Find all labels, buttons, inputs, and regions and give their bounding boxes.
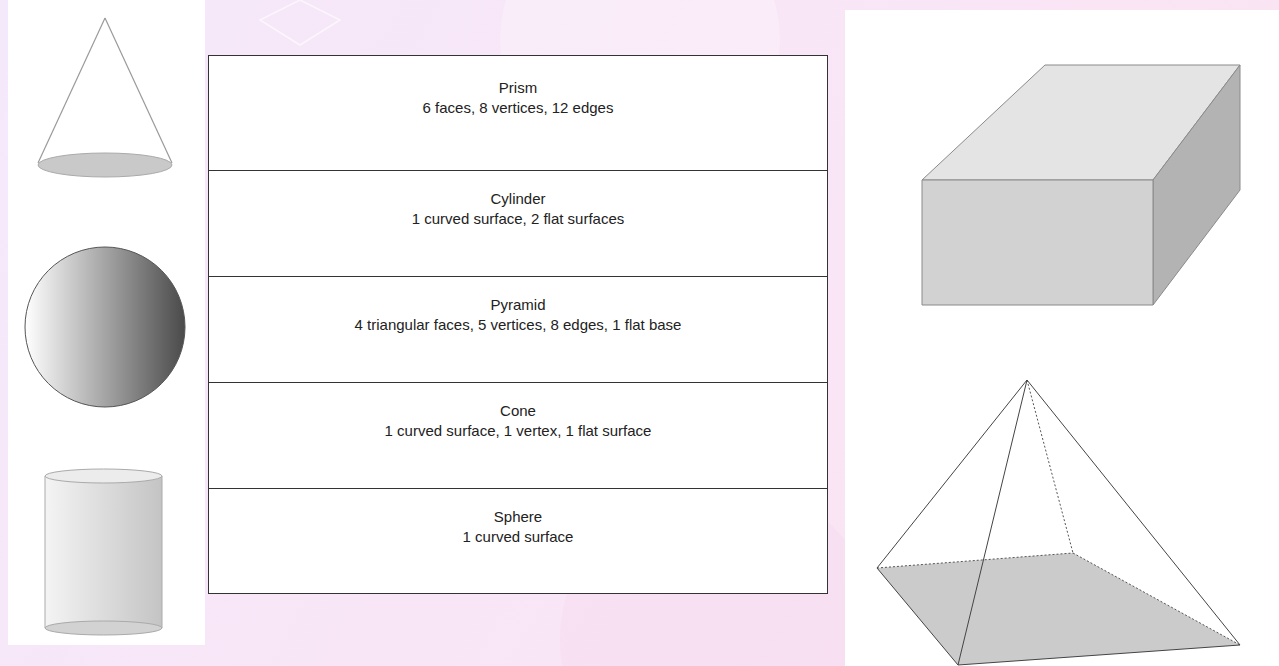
shape-properties: 6 faces, 8 vertices, 12 edges <box>219 98 817 118</box>
table-row: Cone1 curved surface, 1 vertex, 1 flat s… <box>208 382 828 489</box>
pyramid-hidden-edge <box>1073 553 1240 645</box>
cylinder-body <box>45 476 162 628</box>
table-row: Sphere1 curved surface <box>208 488 828 594</box>
cone-side <box>105 18 172 163</box>
left-panel <box>8 0 205 645</box>
cone-base <box>38 153 172 177</box>
shape-name: Prism <box>219 78 817 98</box>
table-row: Prism6 faces, 8 vertices, 12 edges <box>208 55 828 171</box>
table-row: Cylinder1 curved surface, 2 flat surface… <box>208 170 828 277</box>
cylinder-side <box>162 476 163 628</box>
pyramid-edge <box>1027 380 1240 645</box>
bg-outline <box>260 0 340 45</box>
pyramid-edge <box>958 645 1240 665</box>
sphere <box>25 247 185 407</box>
shape-name: Pyramid <box>219 295 817 315</box>
shape-properties: 4 triangular faces, 5 vertices, 8 edges,… <box>219 315 817 335</box>
shape-properties: 1 curved surface, 1 vertex, 1 flat surfa… <box>219 421 817 441</box>
cylinder-side <box>45 476 46 628</box>
prism-side <box>1153 65 1240 305</box>
right-panel <box>845 10 1279 666</box>
shape-properties: 1 curved surface <box>219 527 817 547</box>
pyramid-edge <box>958 380 1027 665</box>
shape-name: Sphere <box>219 507 817 527</box>
pyramid-base <box>877 553 1240 665</box>
pyramid-hidden-edge <box>1027 380 1073 553</box>
cone-side <box>38 18 105 163</box>
prism-front <box>922 180 1153 305</box>
pyramid-hidden-edge <box>877 553 1073 568</box>
cylinder-bottom <box>45 621 162 635</box>
shape-properties: 1 curved surface, 2 flat surfaces <box>219 209 817 229</box>
pyramid-edge <box>877 568 958 665</box>
cylinder-top <box>45 469 162 483</box>
shape-name: Cone <box>219 401 817 421</box>
shape-name: Cylinder <box>219 189 817 209</box>
table-row: Pyramid4 triangular faces, 5 vertices, 8… <box>208 276 828 383</box>
